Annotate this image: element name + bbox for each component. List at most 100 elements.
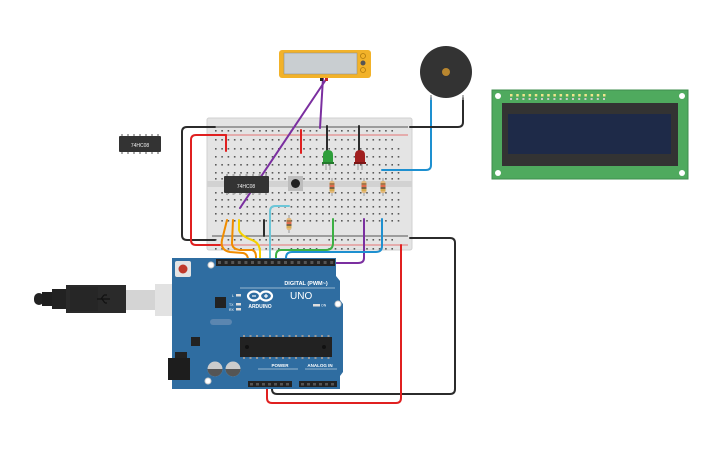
breadboard-hole[interactable]: [296, 130, 299, 132]
breadboard-hole[interactable]: [290, 192, 293, 194]
lcd-pin[interactable]: [547, 94, 550, 97]
breadboard-hole[interactable]: [341, 248, 343, 250]
breadboard-hole[interactable]: [347, 206, 349, 208]
breadboard-hole[interactable]: [221, 148, 223, 150]
breadboard-hole[interactable]: [246, 164, 249, 166]
breadboard-hole[interactable]: [322, 192, 324, 194]
breadboard-hole[interactable]: [347, 239, 349, 241]
breadboard-hole[interactable]: [353, 199, 356, 201]
breadboard-hole[interactable]: [378, 199, 381, 201]
header-pin[interactable]: [231, 261, 235, 264]
header-pin[interactable]: [270, 261, 274, 264]
header-pin[interactable]: [280, 383, 283, 386]
breadboard-hole[interactable]: [221, 139, 223, 141]
breadboard-hole[interactable]: [385, 206, 387, 208]
breadboard-hole[interactable]: [215, 156, 217, 158]
breadboard-hole[interactable]: [240, 239, 242, 241]
breadboard-hole[interactable]: [322, 206, 324, 208]
breadboard-hole[interactable]: [397, 206, 400, 208]
breadboard-hole[interactable]: [252, 213, 255, 215]
breadboard-hole[interactable]: [334, 139, 337, 141]
breadboard-hole[interactable]: [378, 213, 381, 215]
breadboard-hole[interactable]: [347, 213, 349, 215]
breadboard-hole[interactable]: [322, 156, 324, 158]
breadboard-hole[interactable]: [296, 156, 299, 158]
breadboard-hole[interactable]: [240, 248, 242, 250]
breadboard-hole[interactable]: [391, 206, 393, 208]
breadboard-hole[interactable]: [366, 248, 368, 250]
header-pin[interactable]: [325, 383, 328, 386]
breadboard-hole[interactable]: [215, 206, 217, 208]
lcd-16x2[interactable]: [491, 89, 689, 180]
breadboard-hole[interactable]: [309, 172, 312, 174]
breadboard-hole[interactable]: [227, 172, 230, 174]
breadboard-hole[interactable]: [278, 139, 280, 141]
lcd-pin[interactable]: [596, 94, 600, 97]
lcd-pin[interactable]: [590, 94, 594, 97]
breadboard-hole[interactable]: [240, 220, 242, 222]
breadboard-hole[interactable]: [221, 172, 223, 174]
resistor[interactable]: [380, 178, 386, 196]
breadboard-hole[interactable]: [322, 148, 324, 150]
breadboard-hole[interactable]: [296, 192, 299, 194]
breadboard-hole[interactable]: [366, 130, 368, 132]
breadboard-hole[interactable]: [328, 239, 330, 241]
breadboard-hole[interactable]: [372, 206, 375, 208]
breadboard-hole[interactable]: [215, 213, 217, 215]
breadboard-hole[interactable]: [372, 148, 375, 150]
breadboard-hole[interactable]: [252, 130, 255, 132]
breadboard-hole[interactable]: [334, 192, 337, 194]
breadboard-hole[interactable]: [315, 213, 318, 215]
breadboard-hole[interactable]: [240, 156, 242, 158]
breadboard-hole[interactable]: [278, 213, 280, 215]
breadboard-hole[interactable]: [391, 192, 393, 194]
breadboard-hole[interactable]: [240, 199, 242, 201]
breadboard-hole[interactable]: [246, 156, 249, 158]
breadboard-hole[interactable]: [315, 192, 318, 194]
breadboard-hole[interactable]: [290, 239, 293, 241]
breadboard-hole[interactable]: [259, 156, 261, 158]
lcd-pin-header[interactable]: [510, 94, 606, 100]
breadboard-hole[interactable]: [309, 192, 312, 194]
breadboard-hole[interactable]: [359, 206, 362, 208]
breadboard-hole[interactable]: [366, 156, 368, 158]
breadboard-hole[interactable]: [215, 148, 217, 150]
breadboard-hole[interactable]: [309, 248, 312, 250]
breadboard-hole[interactable]: [303, 248, 305, 250]
breadboard-hole[interactable]: [259, 164, 261, 166]
breadboard-hole[interactable]: [385, 199, 387, 201]
breadboard-hole[interactable]: [296, 199, 299, 201]
lcd-pin[interactable]: [510, 94, 513, 97]
breadboard-hole[interactable]: [353, 178, 356, 180]
breadboard-hole[interactable]: [271, 248, 274, 250]
breadboard-hole[interactable]: [334, 220, 337, 222]
breadboard-hole[interactable]: [278, 199, 280, 201]
breadboard-hole[interactable]: [328, 192, 330, 194]
breadboard-holes[interactable]: [215, 130, 400, 250]
breadboard-hole[interactable]: [233, 199, 236, 201]
breadboard-hole[interactable]: [309, 139, 312, 141]
breadboard-hole[interactable]: [233, 172, 236, 174]
led-red[interactable]: [354, 150, 366, 170]
breadboard-hole[interactable]: [341, 139, 343, 141]
breadboard-hole[interactable]: [359, 220, 362, 222]
breadboard-hole[interactable]: [378, 239, 381, 241]
breadboard-hole[interactable]: [284, 164, 286, 166]
breadboard-hole[interactable]: [341, 156, 343, 158]
breadboard-hole[interactable]: [309, 148, 312, 150]
breadboard-hole[interactable]: [259, 148, 261, 150]
breadboard-hole[interactable]: [347, 220, 349, 222]
header-pin[interactable]: [290, 261, 294, 264]
breadboard-hole[interactable]: [227, 164, 230, 166]
breadboard-hole[interactable]: [227, 199, 230, 201]
breadboard-hole[interactable]: [391, 148, 393, 150]
breadboard-hole[interactable]: [284, 199, 286, 201]
breadboard-hole[interactable]: [221, 199, 223, 201]
breadboard-hole[interactable]: [341, 164, 343, 166]
breadboard-hole[interactable]: [296, 213, 299, 215]
breadboard-hole[interactable]: [372, 130, 375, 132]
breadboard-hole[interactable]: [233, 130, 236, 132]
breadboard-hole[interactable]: [296, 164, 299, 166]
breadboard-hole[interactable]: [334, 248, 337, 250]
breadboard-hole[interactable]: [252, 248, 255, 250]
